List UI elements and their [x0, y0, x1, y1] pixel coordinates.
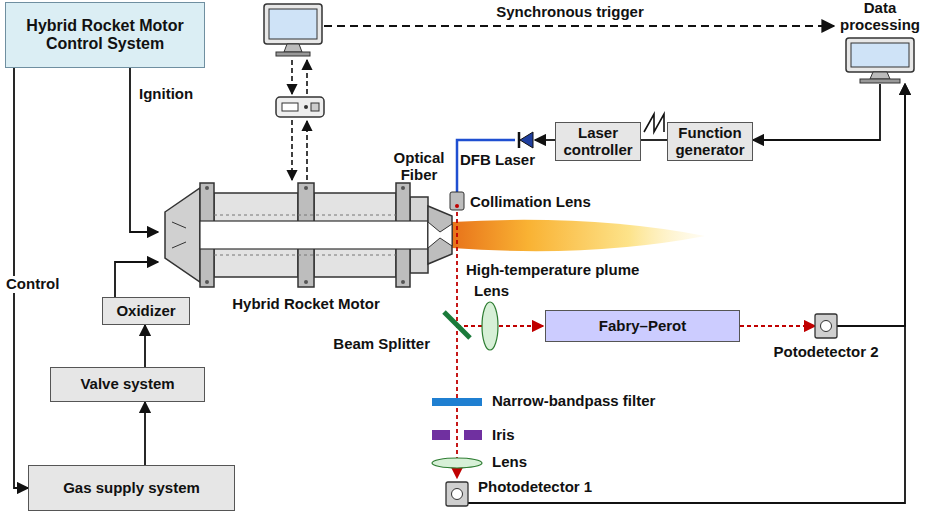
fabry-perot-box: Fabry–Perot: [545, 310, 740, 342]
node-label: Data processing: [838, 0, 922, 34]
part-label: Iris: [492, 427, 515, 444]
part-label: Lens: [474, 283, 509, 300]
data-computer-icon: [845, 38, 915, 84]
lens: [482, 302, 498, 350]
box-label: Laser controller: [560, 125, 636, 158]
node-label: DFB Laser: [450, 152, 535, 169]
sawtooth-signal: [644, 114, 664, 132]
laser-controller-box: Laser controller: [555, 122, 641, 161]
split-beam: [457, 325, 543, 327]
connector-arrow: [535, 139, 555, 141]
node-label: Potodetector 2: [765, 344, 887, 361]
box-label: Fabry–Perot: [599, 318, 687, 335]
edge-label: Ignition: [137, 86, 195, 103]
part-label: High-temperature plume: [466, 262, 639, 279]
box-label: Valve system: [80, 376, 174, 393]
dfb-laser-icon: [515, 131, 535, 149]
valve-box: Valve system: [50, 367, 205, 402]
collimation-lens: [450, 192, 464, 210]
gas-supply-box: Gas supply system: [28, 465, 235, 511]
connector-arrow: [144, 402, 146, 465]
connector-arrow: [144, 325, 146, 367]
data-link-arrows: [292, 60, 307, 180]
plume: [452, 220, 705, 251]
dfb-laser: DFB Laser: [515, 131, 535, 149]
part-label: Optical Fiber: [388, 150, 450, 184]
box-label: Hybrid Rocket Motor Control System: [10, 17, 200, 52]
control-computer: [264, 4, 322, 56]
node-label: Photodetector 1: [478, 479, 618, 496]
beam-splitter: [444, 312, 470, 338]
part-label: Beam Splitter: [330, 336, 430, 353]
signal-label: Synchronous trigger: [440, 4, 700, 21]
rocket-motor-icon: [158, 180, 454, 290]
beam-arrow: [740, 325, 815, 327]
connector-arrow: [641, 139, 667, 141]
photodetector-icon: [815, 314, 837, 338]
iris-blade: [432, 430, 450, 440]
data-computer: Data processing: [845, 38, 915, 84]
part-label: Lens: [492, 454, 527, 471]
part-label: Collimation Lens: [470, 194, 591, 211]
lens: [432, 458, 482, 468]
node-label: Hybrid Rocket Motor: [158, 296, 454, 313]
control-system-box: Hybrid Rocket Motor Control System: [5, 2, 205, 68]
rocket-motor: Hybrid Rocket Motor: [158, 180, 454, 290]
photodetector-icon: [446, 482, 468, 506]
function-generator-box: Function generator: [667, 122, 753, 161]
box-label: Gas supply system: [63, 480, 200, 497]
bandpass-filter: [432, 398, 482, 406]
connector-arrow: [468, 84, 905, 503]
laser-beam: [456, 212, 458, 478]
box-label: Oxidizer: [116, 303, 175, 320]
box-label: Function generator: [672, 125, 748, 158]
connector-arrow: [115, 262, 158, 297]
part-label: Narrow-bandpass filter: [492, 393, 655, 410]
connector-arrow: [837, 84, 905, 326]
data-acquisition-box: [276, 97, 324, 117]
iris-blade: [464, 430, 482, 440]
photodetector: Photodetector 1: [446, 482, 468, 506]
photodetector: Potodetector 2: [815, 314, 837, 338]
connector-arrow: [753, 84, 880, 140]
trigger-line: [324, 25, 834, 27]
oxidizer-box: Oxidizer: [102, 297, 190, 325]
edge-label: Control: [4, 276, 61, 293]
